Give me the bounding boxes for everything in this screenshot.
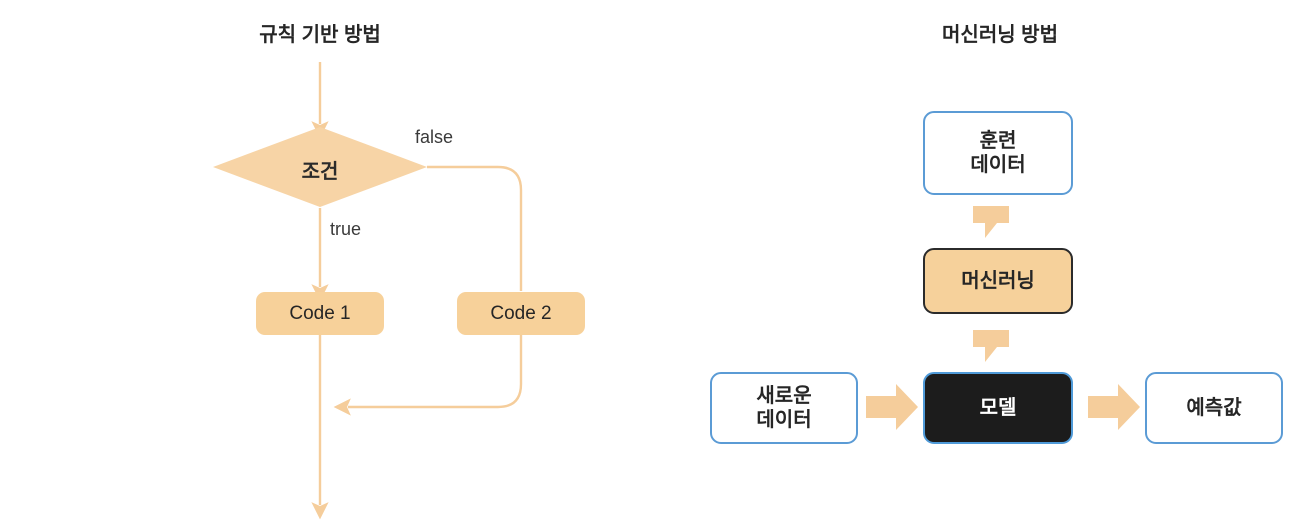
- block-arrow-training-to-ml: [973, 206, 1009, 238]
- code-2-box[interactable]: Code 2: [457, 292, 585, 335]
- right-panel-title: 머신러닝 방법: [942, 24, 1058, 46]
- branch-label-false: false: [415, 127, 454, 147]
- left-panel-title: 규칙 기반 방법: [259, 24, 381, 46]
- machine-learning-label: 머신러닝: [961, 269, 1035, 292]
- new-data-box[interactable]: 새로운 데이터: [710, 372, 858, 444]
- new-data-label-line1: 새로운: [756, 384, 812, 407]
- block-arrow-model-to-prediction: [1088, 384, 1140, 430]
- prediction-label: 예측값: [1186, 396, 1242, 419]
- training-data-label-line2: 데이터: [970, 154, 1026, 176]
- connector-code2-to-merge: [333, 335, 523, 416]
- training-data-label-line1: 훈련: [979, 129, 1017, 152]
- model-label: 모델: [979, 396, 1017, 419]
- code-1-box[interactable]: Code 1: [256, 292, 384, 335]
- prediction-box[interactable]: 예측값: [1145, 372, 1283, 444]
- code-1-label: Code 1: [289, 302, 351, 324]
- condition-diamond: [213, 127, 427, 207]
- connector-condition-false-to-code2: [427, 165, 523, 291]
- training-data-box[interactable]: 훈련 데이터: [923, 111, 1073, 195]
- branch-label-true: true: [330, 219, 362, 239]
- machine-learning-box[interactable]: 머신러닝: [923, 248, 1073, 314]
- new-data-label-line2: 데이터: [756, 409, 812, 431]
- model-box[interactable]: 모델: [923, 372, 1073, 444]
- block-arrow-ml-to-model: [973, 330, 1009, 362]
- code-2-label: Code 2: [490, 302, 552, 324]
- condition-label: 조건: [301, 161, 339, 183]
- block-arrow-newdata-to-model: [866, 384, 918, 430]
